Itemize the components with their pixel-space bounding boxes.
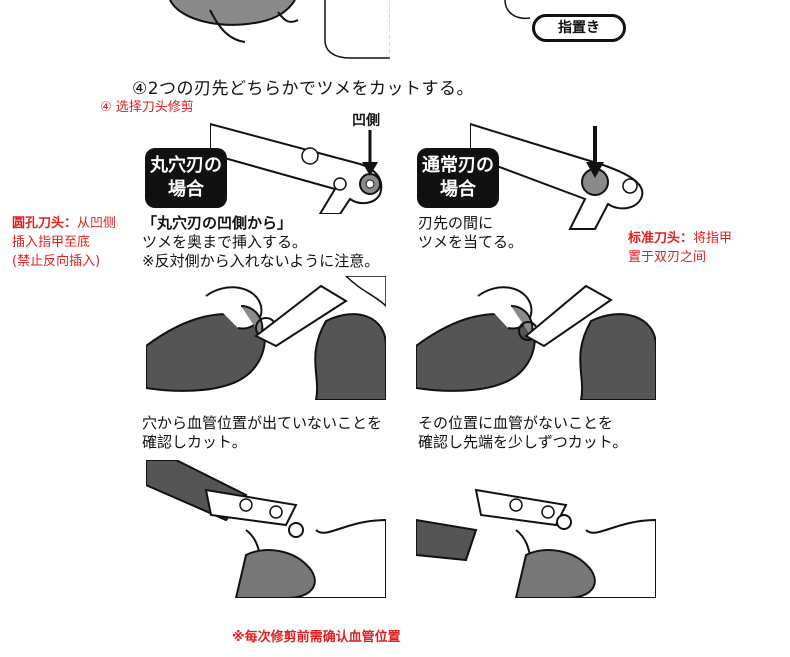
left-instructions: 「丸穴刃の凹側から」 ツメを奥まで挿入する。 ※反対側から入れないように注意。 [142,214,412,271]
step-title: ④2つの刃先どちらかでツメをカットする。 [132,74,474,99]
badge-line-1: 通常刃の [417,154,499,178]
badge-line-2: 場合 [145,178,227,202]
right-caption: その位置に血管がないことを 確認し先端を少しずつカット。 [418,414,678,452]
badge-line-2: 場合 [417,178,499,202]
right-cut-illustration [416,460,656,598]
right-note-line-1: 将指甲 [693,231,732,246]
right-desc-line-2: ツメを当てる。 [418,233,618,252]
left-note-line-3: (禁止反向插入) [12,254,100,269]
left-note-line-1: 从凹侧 [77,216,116,231]
right-instructions: 刃先の間に ツメを当てる。 [418,214,618,252]
finger-rest-label: 指置き [532,14,626,42]
left-caption-line-2: 確認しカット。 [142,433,417,452]
right-note-translation: 标准刀头：将指甲 置于双刃之间 [628,229,778,267]
right-insert-illustration [416,276,656,400]
right-caption-line-2: 確認し先端を少しずつカット。 [418,433,678,452]
left-note-translation: 圆孔刀头：从凹侧 插入指甲至底 (禁止反向插入) [12,214,138,271]
left-desc-line-3: ※反対側から入れないように注意。 [142,252,412,271]
round-hole-blade-badge: 丸穴刃の 場合 [145,148,227,208]
left-caption-line-1: 穴から血管位置が出ていないことを [142,414,417,433]
left-insert-illustration [146,276,386,400]
left-desc-line-2: ツメを奥まで挿入する。 [142,233,412,252]
standard-blade-badge: 通常刃の 場合 [417,148,499,208]
right-note-head: 标准刀头： [628,231,693,246]
right-caption-line-1: その位置に血管がないことを [418,414,678,433]
step-title-translation: ④ 选择刀头修剪 [100,98,194,117]
footer-warning: ※每次修剪前需确认血管位置 [232,626,401,645]
left-desc-line-1: 「丸穴刃の凹側から」 [142,214,412,233]
top-left-illustration [150,0,390,62]
badge-line-1: 丸穴刃の [145,154,227,178]
left-note-head: 圆孔刀头： [12,216,77,231]
left-cut-illustration [146,460,386,598]
right-desc-line-1: 刃先の間に [418,214,618,233]
right-note-line-2: 置于双刃之间 [628,250,706,265]
left-note-line-2: 插入指甲至底 [12,235,90,250]
concave-side-callout: 凹側 [352,110,380,130]
left-caption: 穴から血管位置が出ていないことを 確認しカット。 [142,414,417,452]
